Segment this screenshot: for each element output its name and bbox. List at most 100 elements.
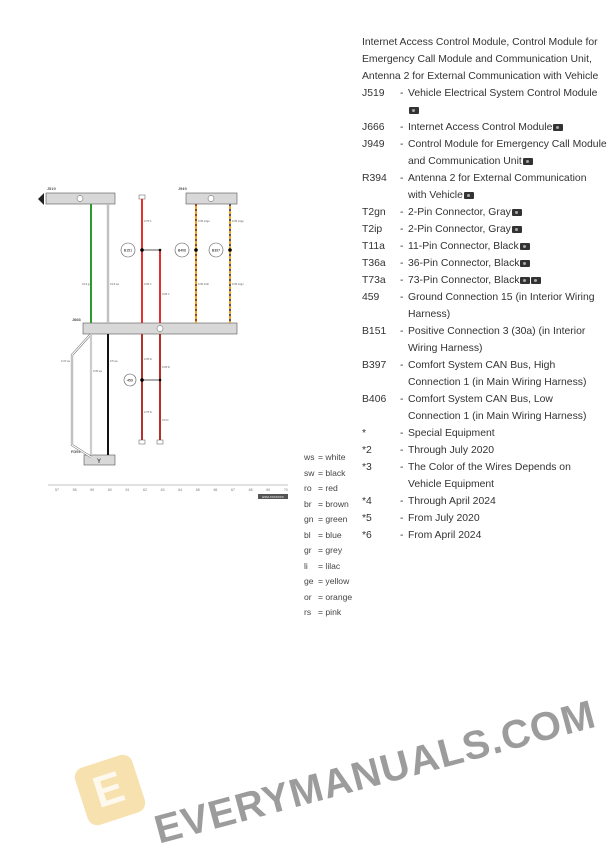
wiring-diagram: J519 J949 J666 R394 B151 B406 B397 459 Y… bbox=[38, 186, 288, 499]
legend-desc: Comfort System CAN Bus, Low Connection 1… bbox=[408, 391, 607, 425]
doc-id: ESM-XXXXXXX bbox=[262, 495, 284, 499]
color-name: white bbox=[325, 452, 346, 462]
grid-number: 61 bbox=[125, 488, 129, 492]
legend-desc: 36-Pin Connector, Black bbox=[408, 255, 607, 272]
legend-code: J949 bbox=[362, 139, 385, 150]
legend-desc-text: Control Module for Emergency Call Module… bbox=[408, 139, 607, 167]
camera-icon bbox=[531, 277, 542, 284]
dash: - bbox=[400, 88, 404, 99]
camera-icon bbox=[522, 158, 533, 165]
legend-code: * bbox=[362, 428, 367, 439]
antenna-icon: Y bbox=[97, 459, 101, 465]
color-abbr: ws bbox=[304, 452, 315, 462]
grid-number: 69 bbox=[266, 488, 270, 492]
legend-desc-text: Special Equipment bbox=[408, 428, 495, 439]
wire-label: 0.75 rt bbox=[144, 219, 152, 223]
legend-item: 459 -Ground Connection 15 (in Interior Wi… bbox=[362, 289, 607, 323]
legend-item: *-Special Equipment bbox=[362, 425, 607, 442]
dash: - bbox=[400, 496, 404, 507]
camera-icon bbox=[519, 243, 530, 250]
legend-code: *3 bbox=[362, 462, 372, 473]
dash: - bbox=[400, 173, 404, 184]
camera-icon bbox=[520, 260, 531, 267]
grid-number: 57 bbox=[55, 488, 59, 492]
legend-code: 459 bbox=[362, 292, 380, 303]
grid-number: 70 bbox=[284, 488, 288, 492]
camera-icon bbox=[463, 192, 474, 199]
legend-item: B397-Comfort System CAN Bus, High Connec… bbox=[362, 357, 607, 391]
legend-code: *4 bbox=[362, 496, 372, 507]
eq: = bbox=[318, 591, 326, 602]
legend-desc: Ground Connection 15 (in Interior Wiring… bbox=[408, 289, 607, 323]
legend: Internet Access Control Module, Control … bbox=[362, 34, 607, 544]
legend-desc: The Color of the Wires Depends on Vehicl… bbox=[408, 459, 607, 493]
legend-desc: Positive Connection 3 (30a) (in Interior… bbox=[408, 323, 607, 357]
wire-label: 0.5 br bbox=[162, 418, 169, 422]
eq: = bbox=[318, 607, 326, 617]
legend-item: T11a-11-Pin Connector, Black bbox=[362, 238, 607, 255]
color-abbr: li bbox=[304, 560, 308, 571]
color-abbr: br bbox=[304, 498, 312, 509]
label-j949: J949 bbox=[178, 186, 187, 191]
legend-item: T2ip-2-Pin Connector, Gray bbox=[362, 221, 607, 238]
wire-label: 0.13 gn bbox=[82, 282, 91, 286]
legend-desc: From April 2024 bbox=[408, 527, 607, 544]
color-name: brown bbox=[325, 498, 349, 509]
wire-label: 0.35 br bbox=[162, 365, 170, 369]
color-key-item: ws= white bbox=[304, 450, 352, 466]
legend-item: J949-Control Module for Emergency Call M… bbox=[362, 136, 607, 170]
legend-item: *4 -Through April 2024 bbox=[362, 493, 607, 510]
dash: - bbox=[400, 462, 404, 473]
label-j519: J519 bbox=[47, 186, 56, 191]
component-r394 bbox=[83, 454, 116, 466]
legend-desc-text: Positive Connection 3 (30a) (in Interior… bbox=[408, 326, 586, 354]
legend-desc-text: 36-Pin Connector, Black bbox=[408, 258, 520, 269]
color-key-item: gn= green bbox=[304, 512, 352, 528]
color-key-item: or = orange bbox=[304, 590, 352, 606]
legend-code: T11a bbox=[362, 241, 385, 252]
legend-code: T73a bbox=[362, 275, 386, 286]
legend-desc-text: Through April 2024 bbox=[408, 496, 496, 507]
color-name: orange bbox=[325, 591, 353, 602]
color-abbr: ro bbox=[304, 483, 312, 493]
legend-item: R394-Antenna 2 for External Communicatio… bbox=[362, 170, 607, 204]
wire-label: 0.35 or/ge bbox=[232, 219, 244, 223]
color-key-item: ge= yellow bbox=[304, 574, 352, 590]
legend-desc-text: Internet Access Control Module bbox=[408, 122, 553, 133]
eq: = bbox=[318, 514, 326, 524]
legend-code: B406 bbox=[362, 394, 387, 405]
conn-b406: B406 bbox=[178, 249, 186, 253]
dash: - bbox=[400, 445, 404, 456]
color-key-item: gr= grey bbox=[304, 543, 352, 559]
grid-number: 63 bbox=[161, 488, 165, 492]
wire-label: 0.35 or/br bbox=[198, 282, 209, 286]
legend-desc: 2-Pin Connector, Gray bbox=[408, 204, 607, 221]
wire-label: 0.13 ws bbox=[110, 282, 120, 286]
legend-item: T2gn-2-Pin Connector, Gray bbox=[362, 204, 607, 221]
legend-desc-text: 11-Pin Connector, Black bbox=[408, 241, 519, 252]
legend-code: *5 bbox=[362, 513, 372, 524]
legend-desc: 73-Pin Connector, Black bbox=[408, 272, 607, 289]
grid-number: 67 bbox=[231, 488, 235, 492]
legend-item: T36a-36-Pin Connector, Black bbox=[362, 255, 607, 272]
wire-label: 0.35 or/gn bbox=[232, 282, 244, 286]
legend-desc-text: Vehicle Electrical System Control Module bbox=[408, 88, 598, 99]
dash: - bbox=[400, 394, 404, 405]
legend-item: *3 -The Color of the Wires Depends on Veh… bbox=[362, 459, 607, 493]
camera-icon bbox=[520, 277, 531, 284]
legend-desc: From July 2020 bbox=[408, 510, 607, 527]
legend-code: B151 bbox=[362, 326, 387, 337]
conn-459: 459 bbox=[127, 379, 133, 383]
color-key-item: rs= pink bbox=[304, 605, 352, 621]
legend-code: *2 bbox=[362, 445, 372, 456]
grid-number: 65 bbox=[196, 488, 200, 492]
eq: = bbox=[318, 498, 326, 509]
eq: = bbox=[318, 467, 326, 478]
color-abbr: or bbox=[304, 591, 312, 602]
color-name: grey bbox=[325, 545, 343, 555]
eq: = bbox=[318, 452, 326, 462]
legend-desc-text: 2-Pin Connector, Gray bbox=[408, 207, 511, 218]
dash: - bbox=[400, 292, 404, 303]
legend-item: B151-Positive Connection 3 (30a) (in Int… bbox=[362, 323, 607, 357]
legend-desc: Antenna 2 for External Communication wit… bbox=[408, 170, 607, 204]
